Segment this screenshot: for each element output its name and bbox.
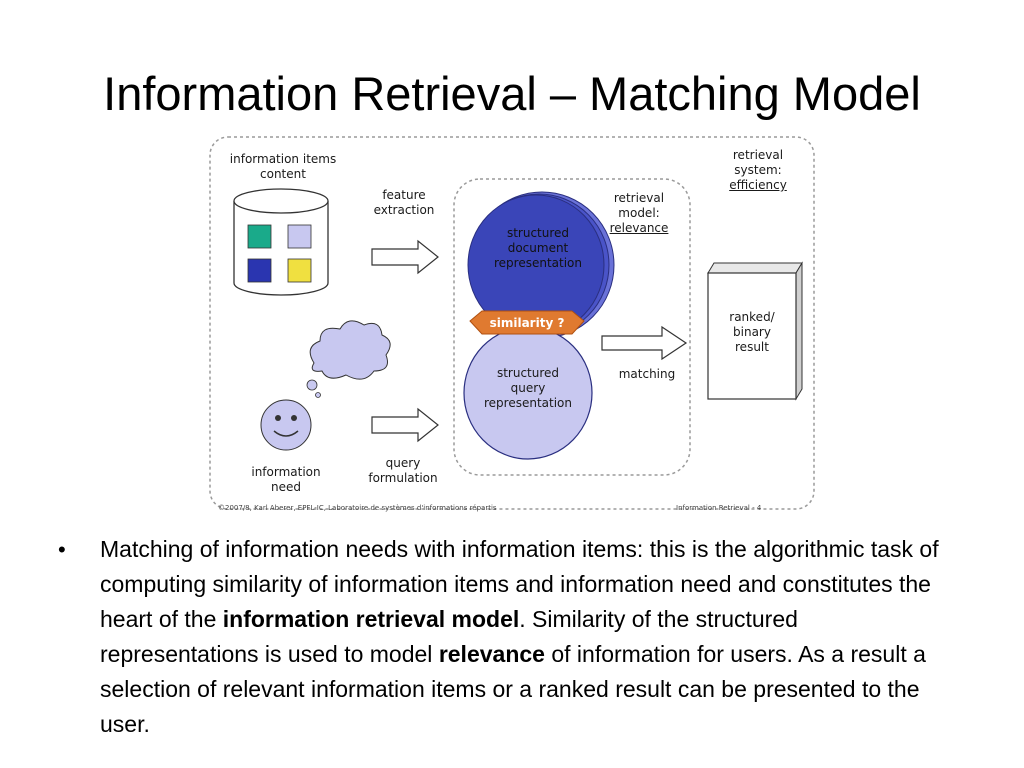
slide-title: Information Retrieval – Matching Model [103, 67, 921, 120]
similarity-badge [469, 310, 585, 335]
footer-credit: ©2007/8, Karl Aberer, EPFL-IC, Laboratoi… [218, 504, 497, 512]
thought-bubble-icon [306, 320, 391, 398]
bullet-marker: • [58, 537, 66, 562]
document-representation-icon [467, 191, 615, 339]
footer-page: Information Retrieval - 4 [676, 504, 762, 512]
inner-dashed-frame [453, 178, 691, 476]
bullet-text: Matching of information needs with infor… [100, 536, 939, 737]
blue-item-tile [247, 258, 272, 283]
lavender-item-tile [287, 224, 312, 249]
result-box-icon [707, 261, 803, 401]
diagram-graphics [209, 136, 815, 510]
teal-item-tile [247, 224, 272, 249]
matching-arrow-icon [601, 325, 688, 361]
outer-dashed-frame [209, 136, 815, 510]
query-arrow-icon [371, 407, 439, 443]
user-face-icon [260, 399, 312, 451]
yellow-item-tile [287, 258, 312, 283]
similarity-label: similarity ? [489, 316, 565, 330]
database-icon [233, 188, 329, 296]
matching-label: matching [618, 367, 676, 381]
feature-arrow-icon [371, 239, 439, 275]
